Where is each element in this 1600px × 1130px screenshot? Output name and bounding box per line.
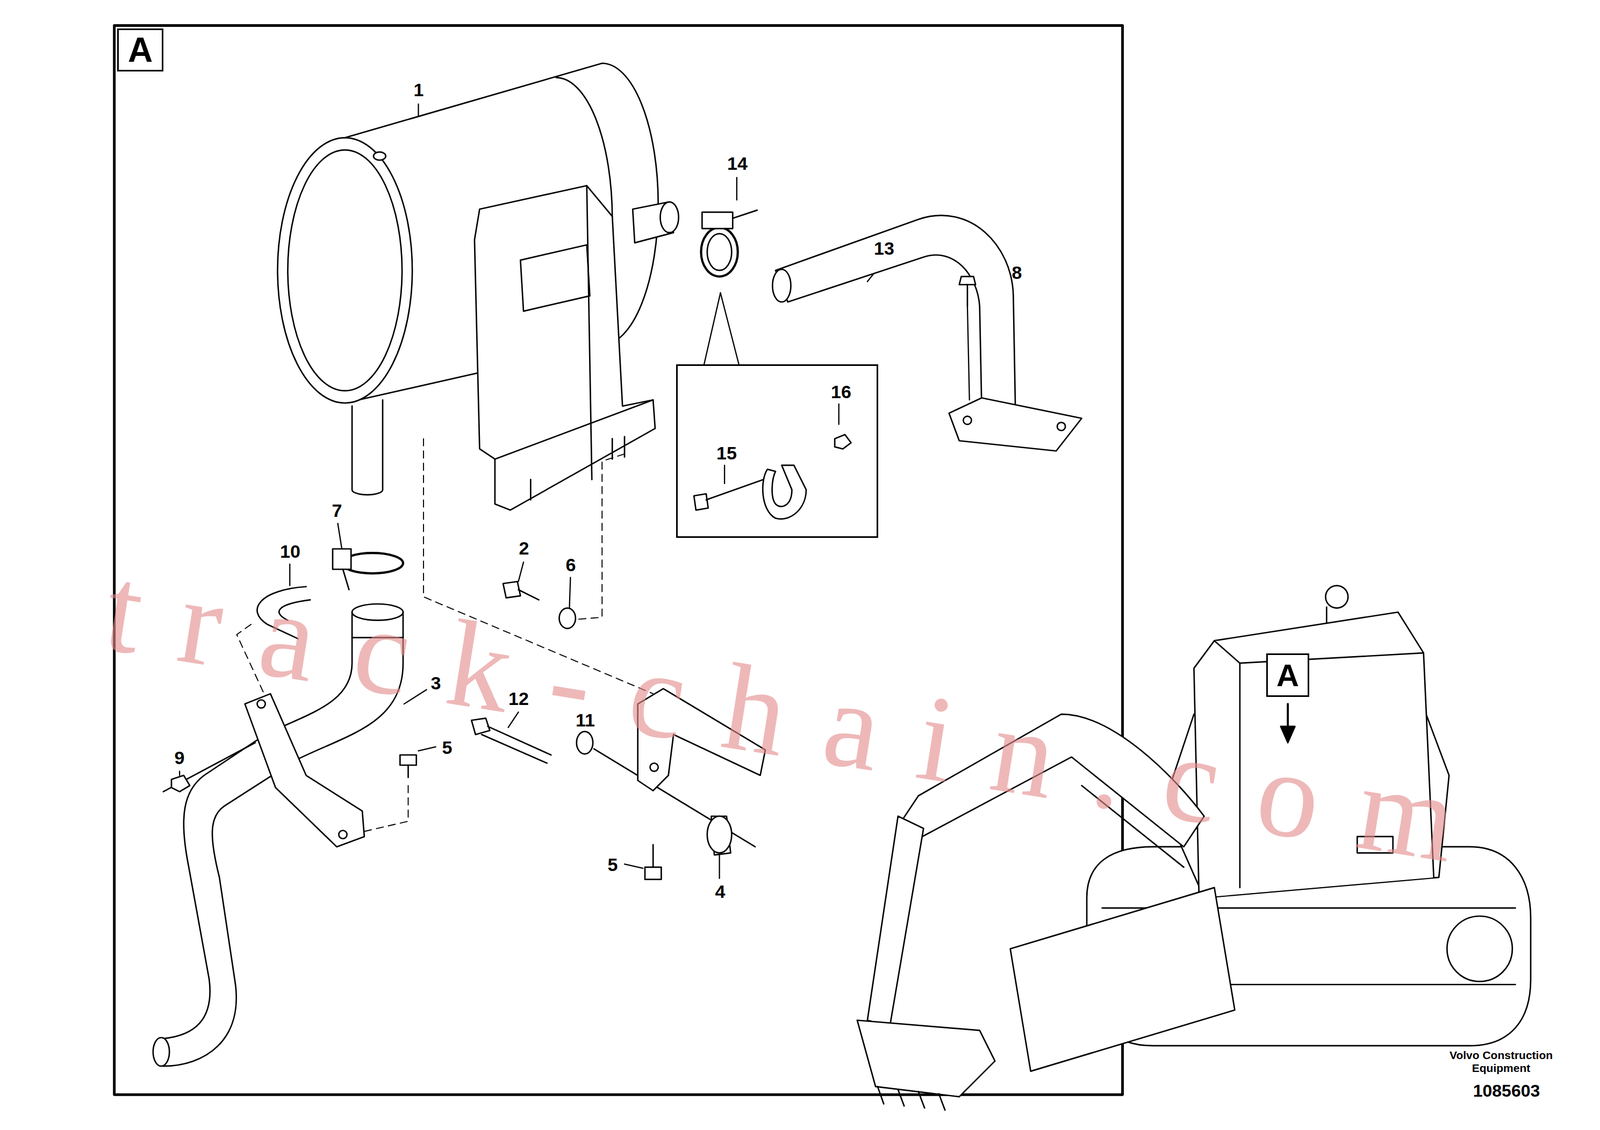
callout-number: 5 [442,738,453,757]
view-letter: A [1276,659,1300,692]
leader-line-part [569,577,571,609]
callout-number: 13 [873,239,895,258]
exhaust-pipe-part [772,269,791,303]
detail-inset-box: 1516 [676,364,879,538]
clamp [700,210,757,277]
exhaust-pipe [772,215,1082,451]
view-frame-part [114,25,1123,1095]
nut-and-bolt-part [407,765,410,778]
exhaust-pipe-part [775,215,1016,409]
view-marker-box: A [1266,653,1310,698]
clamp-part [332,549,351,570]
muffler-bracket-part [474,185,656,511]
callout-number: 16 [830,382,852,401]
clamp-part [701,212,733,229]
callout-number: 5 [607,855,619,874]
nut-and-bolt-part [163,742,256,792]
leader-line-part [418,747,436,752]
leader-line-part [720,292,739,365]
callout-number: 7 [332,501,343,520]
excavator-part [867,816,924,1027]
exhaust-pipe-part [963,416,972,425]
pipe-bracket-part [256,700,265,709]
muffler-part [373,152,386,161]
exhaust-pipe-part [966,284,969,307]
clamp-part [707,233,733,271]
detail-clamp-part [762,465,807,520]
clamp-part [732,210,758,219]
leader-line-part [337,523,342,549]
muffler-bracket-part [530,436,625,501]
callout-number: 8 [1012,263,1023,282]
nut-and-bolt-part [644,867,662,880]
dashed-leader-part [577,454,625,620]
exhaust-pipe-part [1057,422,1066,431]
excavator-part [857,1020,995,1097]
excavator-part [1010,887,1236,1072]
view-letter: A [127,32,153,68]
callout-number: 9 [174,748,185,767]
callout-number: 15 [716,443,737,463]
excavator-part [877,1086,945,1111]
exhaust-pipe-part [949,397,1082,451]
pipe-bracket-part [338,830,347,839]
muffler-bracket [474,185,656,511]
drawing-number: 1085603 [1473,1081,1541,1102]
rubber-mount-part [707,816,733,853]
pipe-bracket-part [245,693,365,848]
leader-line-part [967,306,970,401]
leader-line-part [838,404,840,425]
callout-number: 4 [715,882,726,901]
outlet-pipe-part [659,202,679,233]
excavator-part [1446,916,1513,982]
muffler-bracket-part [520,245,590,312]
callout-number: 6 [565,555,577,575]
nut-and-bolt-part [518,589,540,600]
leader-line-part [624,864,643,869]
view-marker-box: A [117,28,164,72]
callout-number: 1 [413,80,425,99]
excavator-part [1325,585,1348,609]
leader-line-part [718,855,720,879]
excavator-part [1325,607,1328,623]
callout-number: 14 [727,154,748,173]
detail-clamp-part [706,479,764,500]
leader-line-part [736,177,738,200]
muffler-bracket-part [494,399,654,459]
muffler-part [277,137,413,404]
view-frame [114,25,1123,1095]
callout-number: 2 [519,539,530,558]
muffler-part [352,399,383,495]
leader-line-part [704,292,721,365]
callout-number: 10 [280,542,301,561]
detail-clamp [693,434,851,520]
muffler-bracket-part [586,185,592,480]
detail-clamp-part [834,434,851,450]
maker-name: Volvo Construction Equipment [1436,1049,1566,1075]
support-bracket-part [649,763,658,772]
tail-pipe-part [153,1037,170,1067]
clamp-part [700,227,738,277]
leader-line-part [518,562,524,582]
detail-clamp-part [693,493,709,511]
exhaust-pipe-part [959,276,976,285]
outlet-pipe [632,202,679,243]
nut-and-bolt-part [652,844,655,868]
leader-line-part [178,771,181,776]
muffler-part [287,149,403,391]
pipe-bracket [245,693,365,848]
leader-line-part [723,465,726,484]
rubber-mount [707,816,733,856]
nut-and-bolt-part [171,775,190,792]
nut-and-bolt-part [399,755,416,766]
illustration-group [114,25,1531,1110]
